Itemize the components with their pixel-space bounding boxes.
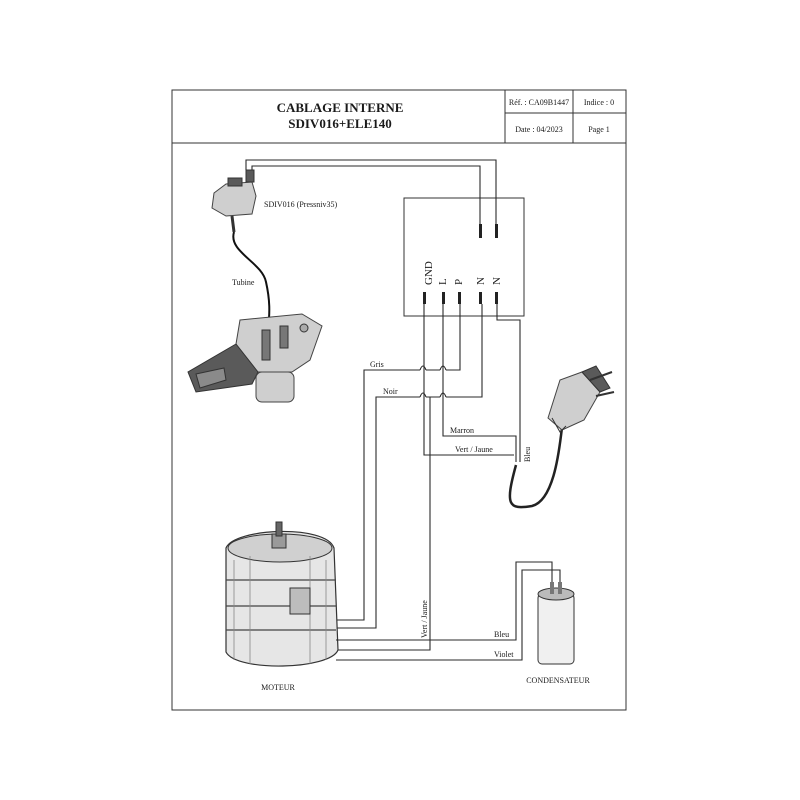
tube-label: Tubine (232, 278, 255, 287)
reference-label: Réf. : CA09B1447 (509, 98, 569, 107)
terminal-n1-label: N (475, 277, 487, 285)
motor-label: MOTEUR (261, 683, 295, 692)
title-line-2: SDIV016+ELE140 (288, 116, 392, 131)
wire-vert-jaune-top-label: Vert / Jaune (455, 445, 493, 454)
motor (225, 521, 339, 667)
power-cord (508, 427, 564, 509)
indice-label: Indice : 0 (584, 98, 614, 107)
capacitor (537, 582, 575, 665)
wire-violet-label: Violet (494, 650, 514, 659)
wire-gris (336, 304, 461, 621)
wire-marron (442, 304, 517, 462)
terminal-labels: GND L P N N (423, 261, 503, 285)
terminal-p-label: P (453, 279, 465, 285)
date-label: Date : 04/2023 (515, 125, 563, 134)
wire-noir-label: Noir (383, 387, 398, 396)
wire-bleu-cap (336, 561, 553, 641)
drain-pump (187, 313, 323, 403)
capacitor-label: CONDENSATEUR (526, 676, 590, 685)
terminal-l-label: L (437, 278, 449, 285)
terminal-pins (423, 224, 498, 304)
wire-noir (336, 304, 483, 629)
wire-gris-label: Gris (370, 360, 384, 369)
power-plug (547, 365, 615, 433)
terminal-n2-label: N (491, 277, 503, 285)
wire-violet (336, 569, 561, 661)
page-label: Page 1 (588, 125, 610, 134)
terminal-gnd-label: GND (423, 261, 435, 285)
page-frame (171, 89, 627, 711)
pressure-switch: SDIV016 (Pressniv35) (211, 169, 337, 233)
wire-vert-jaune-motor-label: Vert / Jaune (420, 600, 429, 638)
wire-pressostat-2 (251, 165, 481, 224)
title-line-1: CABLAGE INTERNE (277, 100, 404, 115)
wire-bleu-plug (496, 304, 521, 462)
tube (232, 231, 271, 331)
wire-bleu-cap-label: Bleu (494, 630, 509, 639)
pressure-switch-label: SDIV016 (Pressniv35) (264, 200, 337, 209)
wire-vert-jaune-motor (336, 397, 431, 651)
header-block: CABLAGE INTERNE SDIV016+ELE140 Réf. : CA… (172, 90, 626, 144)
wire-marron-label: Marron (450, 426, 474, 435)
wire-pressostat-1 (245, 159, 497, 224)
terminal-block (403, 197, 525, 317)
wire-vert-jaune-top (423, 304, 514, 456)
wire-bleu-plug-label: Bleu (523, 447, 532, 462)
